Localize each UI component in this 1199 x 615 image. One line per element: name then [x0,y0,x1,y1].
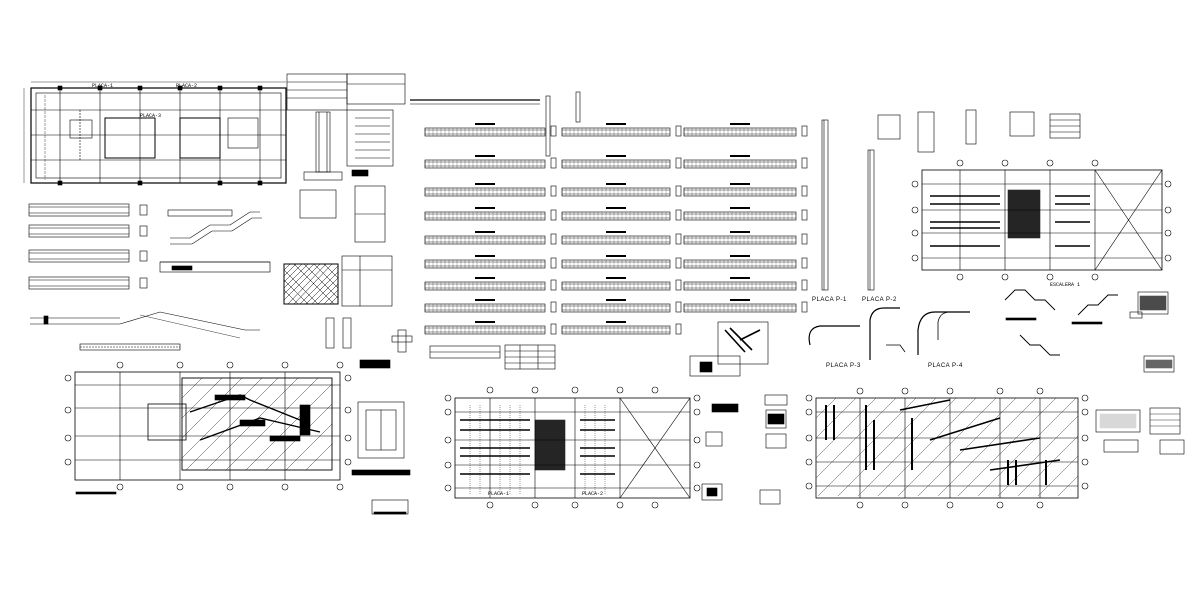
floor-plan-center [444,386,701,509]
beam-section-mark [675,209,682,221]
foundation-plan-topleft [23,73,406,186]
plate-label-p2: PLACA P-2 [862,297,897,303]
small-details-center-right [701,394,788,505]
beam-section-mark [675,301,682,313]
beam-elevation [561,211,671,221]
beam-schedule-center [410,91,808,377]
beam-section-mark [675,233,682,245]
beam-section-mark [675,257,682,269]
beam-section-mark [675,323,682,335]
structural-plan-upperright [821,109,1172,291]
column-section-details [325,317,413,369]
beam-section-mark [801,185,808,197]
beam-elevation [561,281,671,291]
beam-section-mark [550,125,557,137]
structural-plan-lowerleft [64,361,411,515]
stair-sections-right [1004,289,1175,373]
beam-section-mark [801,279,808,291]
plate-label-p3: PLACA P-3 [826,363,861,369]
beam-section-mark [550,233,557,245]
plate-label-p1: PLACA P-1 [812,297,847,303]
beam-section-mark [801,301,808,313]
section-tag-a: PLACA-1 [92,83,114,89]
beam-elevation [561,235,671,245]
beam-section-mark [675,185,682,197]
beam-section-mark [550,257,557,269]
beam-section-mark [801,257,808,269]
beam-section-mark [550,301,557,313]
beam-elevation [561,187,671,197]
beam-elevation [561,303,671,313]
section-tag-b: PLACA-2 [176,83,198,89]
beam-section-mark [801,125,808,137]
beam-section-mark [550,323,557,335]
beam-section-mark [675,279,682,291]
beam-section-mark [675,157,682,169]
structural-plan-lowerright [805,387,1185,509]
beam-section-mark [801,233,808,245]
beam-section-mark [550,209,557,221]
plate-label-p4: PLACA P-4 [928,363,963,369]
beam-section-mark [550,279,557,291]
plate-curve-details [808,307,970,360]
section-tag-e: PLACA-2 [582,491,604,497]
beam-elevations-left [28,203,271,351]
stair-label: ESCALERA 1 [1050,282,1081,288]
beam-elevation [561,159,671,169]
beam-section-mark [801,209,808,221]
beam-elevation [561,325,671,335]
beam-section-mark [675,125,682,137]
beam-elevation [561,259,671,269]
footing-detail-hatched [283,185,393,307]
section-tag-c: PLACA-3 [140,113,162,119]
section-tag-d: PLACA-1 [488,491,510,497]
beam-elevation [561,127,671,137]
beam-section-mark [550,185,557,197]
beam-section-mark [801,157,808,169]
beam-section-mark [550,157,557,169]
